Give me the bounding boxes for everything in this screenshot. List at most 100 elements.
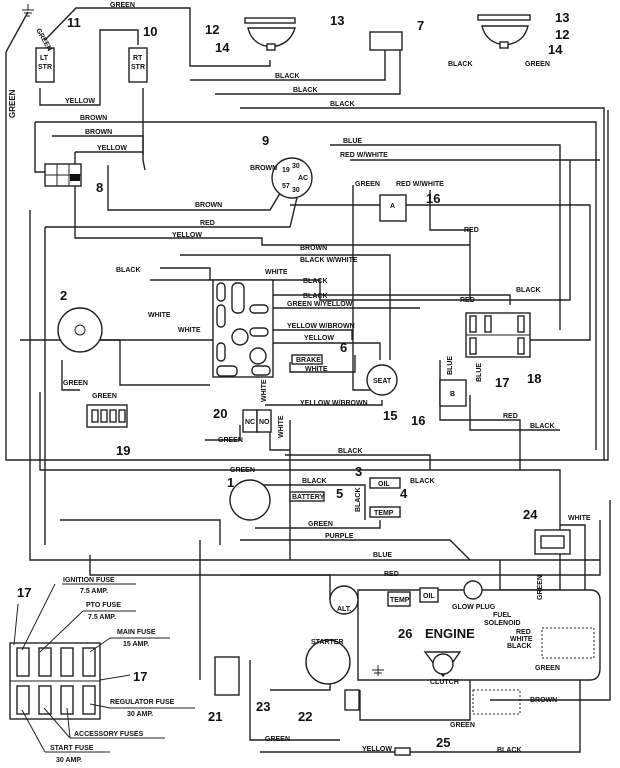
wire-label: BLACK bbox=[302, 478, 327, 485]
wire-label: YELLOW bbox=[172, 232, 202, 239]
engine-temp-sender bbox=[387, 591, 411, 607]
engine-oil-label: OIL bbox=[423, 593, 435, 600]
wire-label: BLACK bbox=[116, 267, 141, 274]
callout-14-right: 14 bbox=[548, 42, 563, 57]
main-connector-block bbox=[212, 279, 274, 378]
callout-20: 20 bbox=[213, 406, 227, 421]
left-stop-switch bbox=[35, 47, 55, 83]
wire-label: BROWN bbox=[195, 202, 222, 209]
wire-label: GREEN bbox=[63, 380, 88, 387]
callout-8: 8 bbox=[96, 180, 103, 195]
wire-label: GREEN bbox=[537, 575, 544, 600]
callout-12-right: 12 bbox=[555, 27, 569, 42]
ignition-switch bbox=[271, 157, 313, 199]
callout-2: 2 bbox=[60, 288, 67, 303]
wire-label: RED bbox=[384, 571, 399, 578]
callout-21: 21 bbox=[208, 709, 222, 724]
wire-label: GREEN bbox=[535, 665, 560, 672]
callouts: 1 2 3 4 5 6 7 8 9 10 11 12 13 14 13 12 1… bbox=[17, 10, 569, 750]
wire-label: WHITE bbox=[305, 366, 328, 373]
fuel-solenoid-label-2: SOLENOID bbox=[484, 620, 521, 627]
rt-str-label-2: STR bbox=[131, 64, 145, 71]
wire-label: YELLOW bbox=[362, 746, 392, 753]
headlight-left bbox=[244, 17, 296, 51]
wire-label: GREEN bbox=[525, 61, 550, 68]
wire-label: BLACK bbox=[530, 423, 555, 430]
callout-16-lower: 16 bbox=[411, 413, 425, 428]
wire-label: GREEN bbox=[110, 2, 135, 9]
callout-3: 3 bbox=[355, 464, 362, 479]
wire-label: GREEN bbox=[8, 89, 17, 118]
headlight-right bbox=[477, 14, 531, 49]
right-stop-switch bbox=[128, 47, 148, 83]
callout-25: 25 bbox=[436, 735, 450, 750]
start-fuse-label: START FUSE bbox=[50, 745, 94, 752]
callout-16: 16 bbox=[426, 191, 440, 206]
inline-fuse bbox=[394, 747, 411, 756]
engine-block bbox=[357, 589, 601, 681]
solenoid-white: WHITE bbox=[510, 636, 533, 643]
callout-12: 12 bbox=[205, 22, 219, 37]
key-terminal-30b: 30 bbox=[292, 187, 300, 194]
wire-label: GREEN bbox=[92, 393, 117, 400]
wire-label: BLACK bbox=[516, 287, 541, 294]
callout-22: 22 bbox=[298, 709, 312, 724]
key-terminal-ac: AC bbox=[298, 175, 308, 182]
wire-label: GREEN bbox=[450, 722, 475, 729]
lt-str-label: LT bbox=[40, 55, 49, 62]
wire-label: BLACK bbox=[303, 293, 328, 300]
rt-str-label: RT bbox=[133, 55, 143, 62]
pto-fuse-amp: 7.5 AMP. bbox=[88, 614, 116, 621]
main-fuse-label: MAIN FUSE bbox=[117, 629, 156, 636]
engine-label: ENGINE bbox=[425, 626, 475, 641]
temp-switch bbox=[369, 506, 401, 518]
wire-label: GREEN bbox=[265, 736, 290, 743]
brake-label: BRAKE bbox=[296, 357, 321, 364]
relay-b-label: B bbox=[450, 391, 455, 398]
wire-label: WHITE bbox=[568, 515, 591, 522]
regulator bbox=[534, 529, 571, 555]
diode-connector bbox=[86, 404, 128, 428]
engine-oil-sender bbox=[419, 587, 439, 603]
fuse-holder bbox=[344, 689, 360, 711]
glow-plug bbox=[463, 580, 483, 600]
callout-17-fuse: 17 bbox=[17, 585, 31, 600]
solenoid-connector bbox=[541, 627, 595, 659]
relay-a bbox=[379, 194, 407, 222]
wire-label: WHITE bbox=[261, 379, 268, 402]
callout-26: 26 bbox=[398, 626, 412, 641]
wire-label: BLACK bbox=[275, 73, 300, 80]
wire-label: BROWN bbox=[85, 129, 112, 136]
wire-label: BLACK bbox=[355, 488, 362, 513]
ground-icon bbox=[22, 4, 34, 17]
clutch-connector bbox=[472, 689, 521, 715]
wire-label: YELLOW W/BROWN bbox=[287, 323, 355, 330]
main-fuse-amp: 15 AMP. bbox=[123, 641, 149, 648]
wire-label: BROWN bbox=[300, 245, 327, 252]
callout-17-fuse-2: 17 bbox=[133, 669, 147, 684]
wire-label: RED bbox=[464, 227, 479, 234]
fuel-solenoid-label: FUEL bbox=[493, 612, 512, 619]
callout-5: 5 bbox=[336, 486, 343, 501]
wire-label: GREEN bbox=[230, 467, 255, 474]
wire-label: WHITE bbox=[278, 415, 285, 438]
wire-label: BLACK W/WHITE bbox=[300, 257, 358, 264]
hour-meter-connector bbox=[44, 163, 82, 187]
battery-connector bbox=[289, 491, 325, 502]
key-terminal-19: 19 bbox=[282, 167, 290, 174]
wire-label: RED W/WHITE bbox=[396, 181, 444, 188]
wire-label: BLACK bbox=[410, 478, 435, 485]
callout-17: 17 bbox=[495, 375, 509, 390]
callout-10: 10 bbox=[143, 24, 157, 39]
relay-a-label: A bbox=[390, 203, 395, 210]
callout-14: 14 bbox=[215, 40, 230, 55]
solenoid-red: RED bbox=[516, 629, 531, 636]
alternator bbox=[329, 585, 359, 615]
wire-label: GREEN bbox=[308, 521, 333, 528]
wire-label: BLUE bbox=[373, 552, 392, 559]
hour-meter bbox=[214, 656, 240, 696]
callout-23: 23 bbox=[256, 699, 270, 714]
key-terminal-57: 57 bbox=[282, 183, 290, 190]
relay-module bbox=[465, 312, 531, 358]
